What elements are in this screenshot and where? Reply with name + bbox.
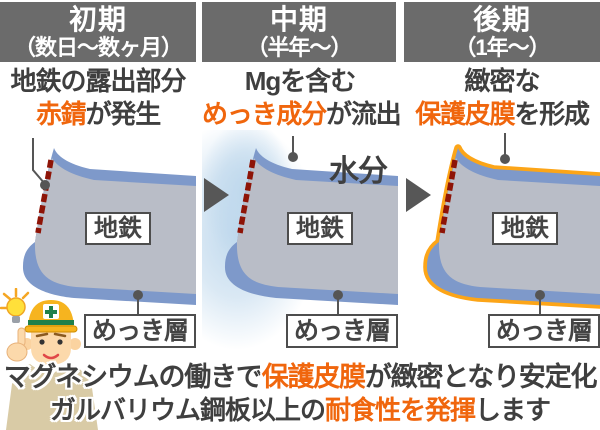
stage-header: 後期 （1年〜） — [404, 2, 600, 62]
stage-duration: （1年〜） — [454, 35, 550, 60]
stage-header: 初期 （数日〜数ヶ月） — [0, 2, 196, 62]
description-line: Mgを含む — [244, 66, 357, 96]
description-line: めっき成分が流出 — [202, 98, 402, 131]
description-line: 地鉄の露出部分 — [10, 66, 186, 96]
panel-early-stage: 初期 （数日〜数ヶ月） 地鉄の露出部分 赤錆が発生 地鉄 めっき層 — [0, 0, 196, 360]
callout-dot — [333, 290, 343, 300]
callout-dot — [500, 154, 510, 164]
description-line: 保護皮膜を形成 — [404, 98, 600, 131]
footer-line: マグネシウムの働きで保護皮膜が緻密となり安定化 — [0, 361, 600, 394]
plain-text: します — [475, 395, 551, 425]
stage-title: 後期 — [472, 4, 531, 35]
steel-label: 地鉄 — [85, 212, 151, 245]
plain-text: ガルバリウム鋼板以上の — [49, 395, 326, 425]
steel-label: 地鉄 — [492, 212, 558, 245]
highlight-text: 保護皮膜 — [261, 362, 366, 392]
red-rust-marks — [439, 159, 458, 234]
red-rust-marks — [35, 159, 54, 234]
plain-text: が緻密となり安定化 — [364, 362, 598, 392]
stage-duration: （半年〜） — [246, 35, 352, 60]
plating-layer-label: めっき層 — [84, 314, 196, 348]
moisture-label: 水分 — [329, 155, 388, 188]
panel-middle-stage: 中期 （半年〜） Mgを含む めっき成分が流出 水 — [202, 0, 402, 360]
stage-title: 初期 — [68, 4, 127, 35]
highlight-text: 保護皮膜 — [415, 99, 515, 129]
callout-line — [32, 138, 46, 185]
stage-header: 中期 （半年〜） — [202, 2, 396, 62]
description-line: 緻密な — [464, 66, 540, 96]
plain-text: が流出 — [326, 99, 402, 129]
footer-summary: マグネシウムの働きで保護皮膜が緻密となり安定化 ガルバリウム鋼板以上の耐食性を発… — [0, 361, 600, 427]
next-stage-arrow-icon — [204, 178, 229, 212]
stage-description: Mgを含む めっき成分が流出 — [202, 65, 402, 131]
steel-label: 地鉄 — [287, 212, 353, 245]
worker-mascot-icon — [0, 288, 98, 430]
callout-dot — [40, 180, 50, 190]
stage-description: 地鉄の露出部分 赤錆が発生 — [0, 65, 196, 131]
stage-title: 中期 — [269, 4, 328, 35]
callout-dot — [133, 290, 143, 300]
panel-late-stage: 後期 （1年〜） 緻密な 保護皮膜を形成 地鉄 めっき層 — [404, 0, 600, 360]
plain-text: マグネシウムの働きで — [3, 362, 263, 392]
highlight-text: めっき成分 — [202, 99, 327, 129]
highlight-text: 赤錆 — [35, 99, 87, 129]
callout-dot — [535, 290, 545, 300]
callout-dot — [288, 152, 298, 162]
plating-layer-label: めっき層 — [488, 314, 600, 348]
next-stage-arrow-icon — [406, 178, 431, 212]
highlight-text: 耐食性を発揮 — [324, 395, 476, 425]
plain-text: が発生 — [85, 99, 162, 129]
stage-duration: （数日〜数ヶ月） — [13, 35, 183, 60]
footer-line: ガルバリウム鋼板以上の耐食性を発揮します — [0, 394, 600, 427]
lightbulb-icon — [0, 288, 30, 323]
red-rust-marks — [237, 159, 256, 234]
steel-cross-section-diagram — [202, 130, 398, 350]
plain-text: を形成 — [514, 99, 590, 129]
description-line: 赤錆が発生 — [0, 98, 196, 131]
plating-layer-label: めっき層 — [286, 314, 398, 348]
stage-description: 緻密な 保護皮膜を形成 — [404, 65, 600, 131]
